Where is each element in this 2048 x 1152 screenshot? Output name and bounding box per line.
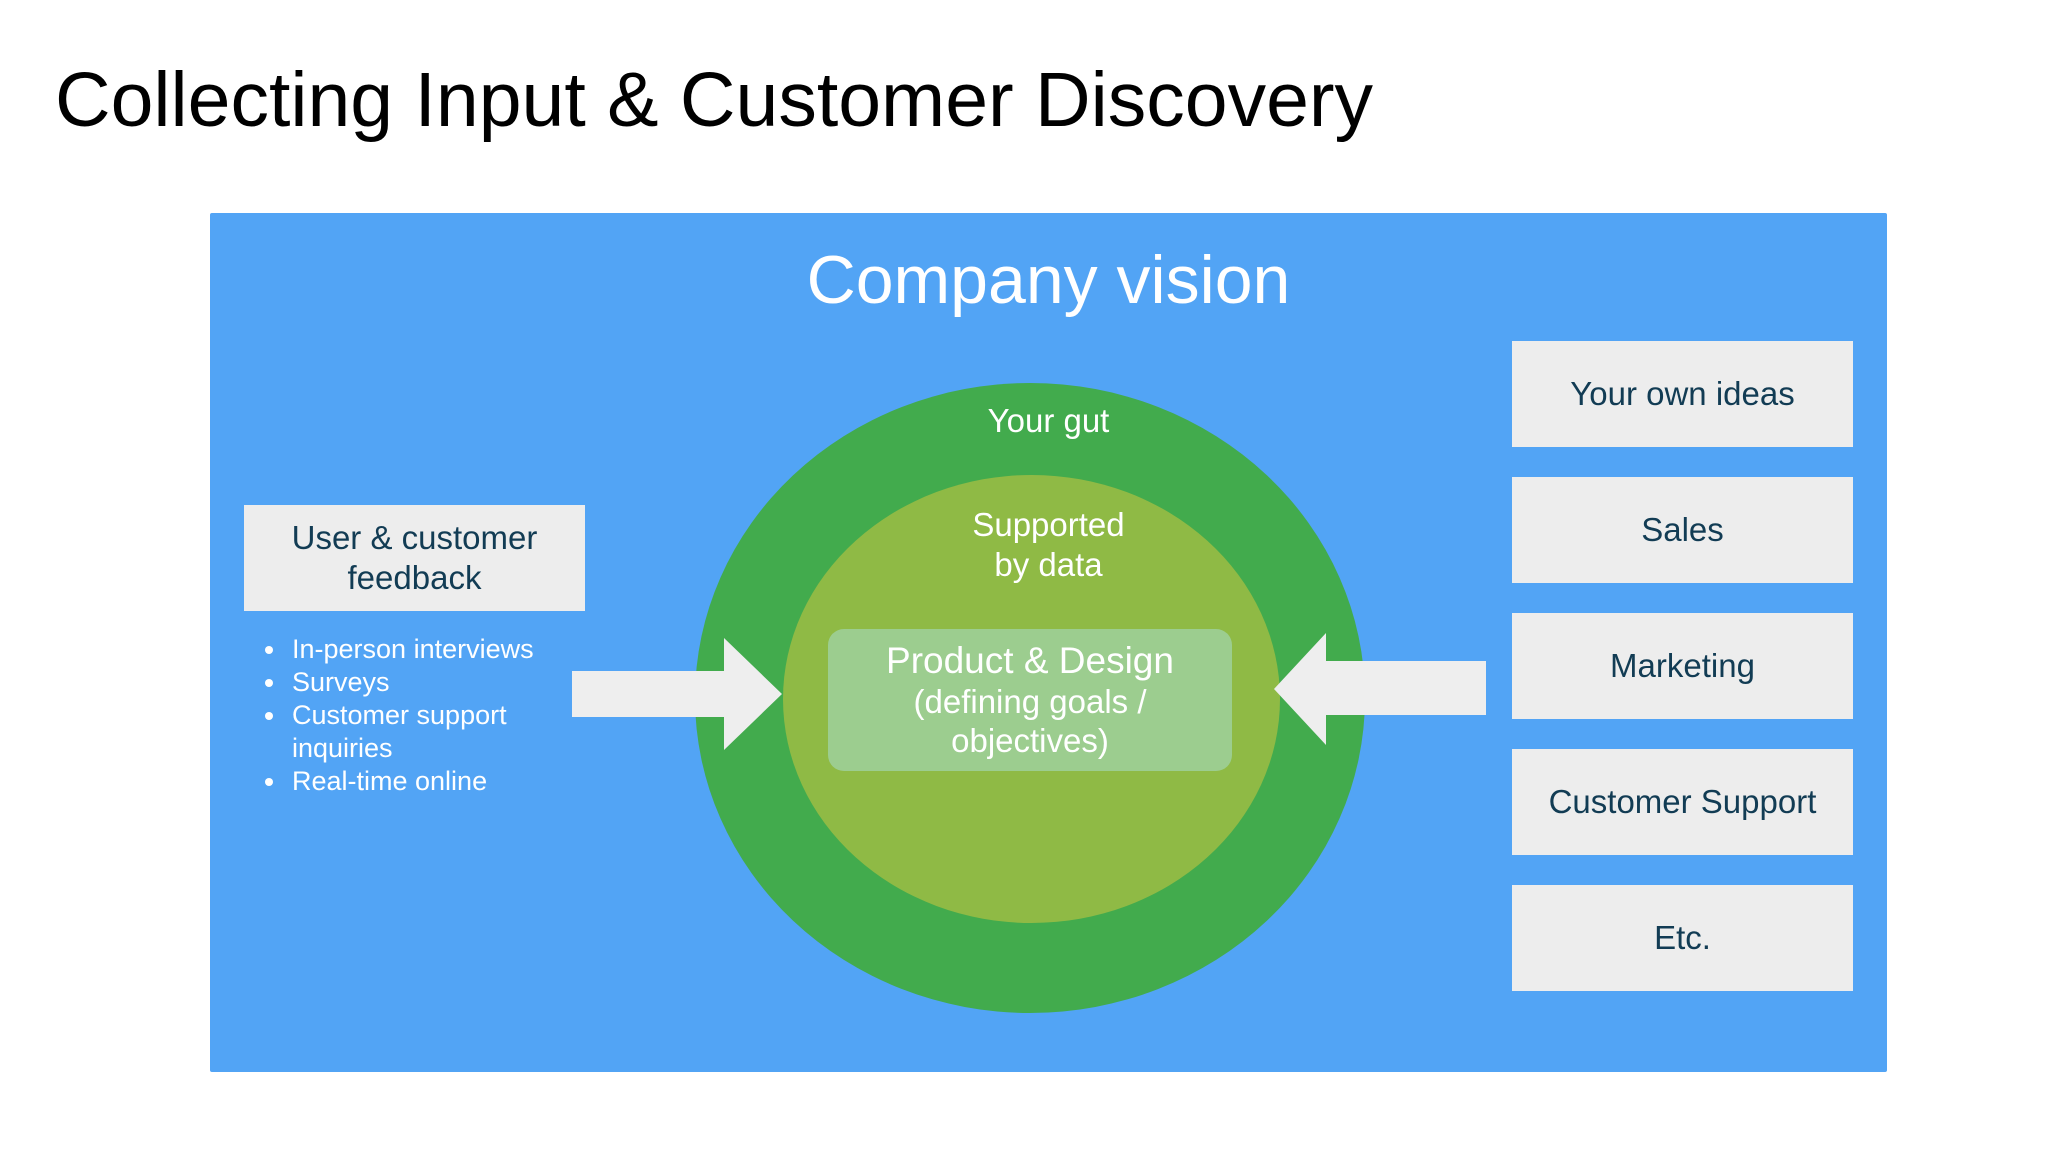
arrow-left-icon (1274, 633, 1486, 745)
data-label-line: Supported (972, 506, 1125, 543)
user-feedback-label-line: User & customer (291, 519, 538, 557)
product-design-title: Product & Design (886, 640, 1174, 681)
sales-box: Sales (1512, 477, 1853, 583)
list-item-text: Surveys (292, 667, 390, 697)
user-feedback-box: User & customer feedback (244, 505, 585, 611)
arrow-right-icon (572, 638, 782, 750)
product-design-subtitle: (defining goals / objectives) (828, 682, 1232, 760)
user-feedback-label-line: feedback (347, 559, 482, 596)
product-design-subtitle-line: (defining goals / (913, 683, 1147, 720)
product-design-box: Product & Design (defining goals / objec… (828, 629, 1232, 771)
slide-title: Collecting Input & Customer Discovery (55, 57, 1374, 143)
list-item: In-person interviews (288, 633, 628, 666)
list-item: Real-time online (288, 765, 628, 798)
list-item-text: inquiries (292, 733, 393, 763)
gut-label: Your gut (987, 402, 1110, 439)
data-label-line: by data (994, 546, 1103, 583)
company-vision-panel: Company vision User & customer feedback … (210, 213, 1887, 1072)
own-ideas-box: Your own ideas (1512, 341, 1853, 447)
list-item: Surveys (288, 666, 628, 699)
marketing-box: Marketing (1512, 613, 1853, 719)
list-item-text: Real-time online (292, 766, 488, 796)
feedback-source-list: In-person interviews Surveys Customer su… (224, 633, 628, 798)
etc-box: Etc. (1512, 885, 1853, 991)
product-design-subtitle-line: objectives) (951, 722, 1109, 759)
panel-title: Company vision (806, 242, 1291, 318)
customer-support-box: Customer Support (1512, 749, 1853, 855)
data-label: Supported by data (210, 505, 1887, 585)
list-item-text: Customer support (292, 700, 507, 730)
list-item-text: In-person interviews (292, 634, 534, 664)
